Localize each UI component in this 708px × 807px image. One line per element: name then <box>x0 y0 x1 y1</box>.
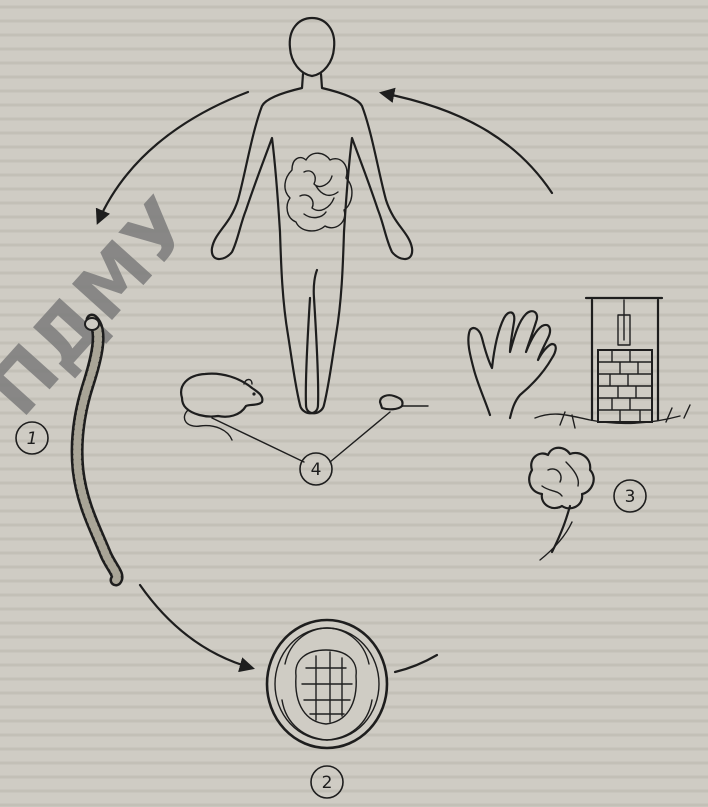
stage-3-number: 3 <box>625 487 636 507</box>
stage-2-number: 2 <box>322 773 333 793</box>
stage-1-number: 1 <box>27 429 38 449</box>
stage-4-number: 4 <box>311 460 322 480</box>
egg-icon <box>267 620 387 748</box>
